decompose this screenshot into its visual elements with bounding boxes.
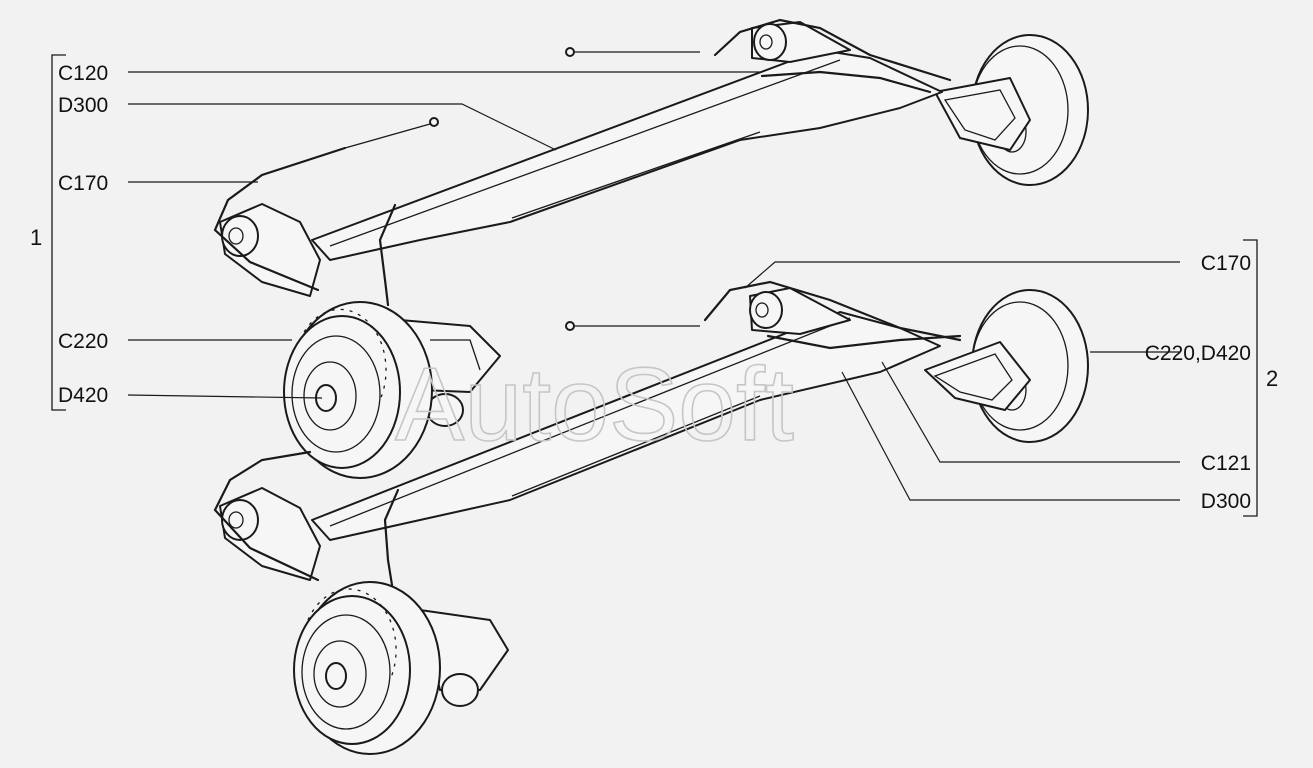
label-c220-d420: C220,D420 <box>1145 342 1251 365</box>
watermark-text: AutoSoft <box>395 347 794 463</box>
group-number-1: 1 <box>30 225 42 250</box>
assembly-2-axle-beam <box>311 311 941 541</box>
label-d420: D420 <box>58 384 108 407</box>
assembly-1-right-drum <box>934 34 1089 186</box>
label-c121: C121 <box>1201 452 1251 475</box>
label-d300-2: D300 <box>1201 490 1251 513</box>
assembly-2 <box>213 280 1089 755</box>
assembly-1 <box>213 18 1089 479</box>
assembly-2-left-drum <box>293 581 441 755</box>
label-c170-2: C170 <box>1201 252 1251 275</box>
assembly-1-left-drum <box>283 301 433 479</box>
label-d300: D300 <box>58 94 108 117</box>
assembly-2-right-drum <box>924 289 1089 443</box>
group-2-bracket <box>1243 239 1258 517</box>
group-1-bracket <box>51 54 66 411</box>
label-c220: C220 <box>58 330 108 353</box>
label-c120: C120 <box>58 62 108 85</box>
group-number-2: 2 <box>1266 366 1278 391</box>
assembly-1-axle-beam <box>311 49 943 261</box>
label-c170: C170 <box>58 172 108 195</box>
leader-lines <box>127 71 1180 501</box>
